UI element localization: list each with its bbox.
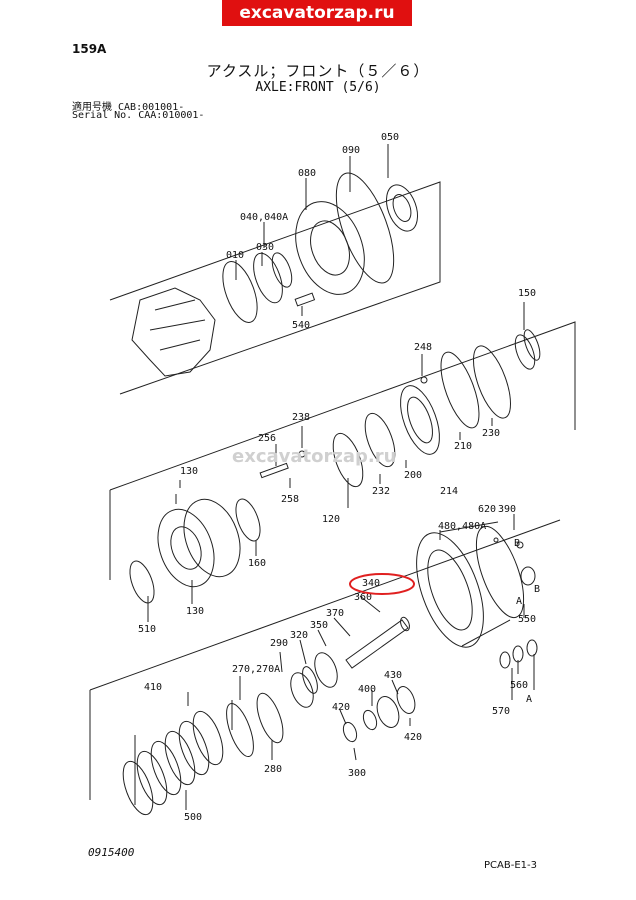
part-label-30[interactable]: 290 <box>270 638 288 649</box>
part-label-8[interactable]: 248 <box>414 342 432 353</box>
part-label-25[interactable]: 340 <box>362 578 380 589</box>
title-japanese: アクスル；フロント（５／６） <box>206 62 430 80</box>
part-label-38[interactable]: 280 <box>264 764 282 775</box>
part-label-40[interactable]: 550 <box>518 614 536 625</box>
part-label-42[interactable]: 570 <box>492 706 510 717</box>
part-label-13[interactable]: 230 <box>482 428 500 439</box>
part-label-33[interactable]: 400 <box>358 684 376 695</box>
part-label-11[interactable]: 258 <box>281 494 299 505</box>
page-number: 159A <box>72 42 107 56</box>
footer-code: 0915400 <box>88 846 135 859</box>
watermark: excavatorzap.ru <box>232 446 396 467</box>
part-label-21[interactable]: 510 <box>138 624 156 635</box>
part-label-45[interactable]: B <box>514 538 520 549</box>
part-label-26[interactable]: 360 <box>354 592 372 603</box>
part-label-22[interactable]: 620 <box>478 504 496 515</box>
part-label-9[interactable]: 238 <box>292 412 310 423</box>
part-label-23[interactable]: 390 <box>498 504 516 515</box>
part-label-34[interactable]: 430 <box>384 670 402 681</box>
part-label-46[interactable]: A <box>516 596 522 607</box>
part-label-20[interactable]: 130 <box>186 606 204 617</box>
part-label-19[interactable]: 160 <box>248 558 266 569</box>
part-label-35[interactable]: 420 <box>332 702 350 713</box>
serial-line-1: 適用号機 CAB:001001- <box>72 102 185 113</box>
part-label-18[interactable]: 130 <box>180 466 198 477</box>
part-label-15[interactable]: 214 <box>440 486 458 497</box>
part-label-12[interactable]: 210 <box>454 441 472 452</box>
part-label-36[interactable]: 420 <box>404 732 422 743</box>
part-label-39[interactable]: 500 <box>184 812 202 823</box>
highlight-circle <box>349 573 415 595</box>
part-label-41[interactable]: 560 <box>510 680 528 691</box>
part-label-4[interactable]: 030 <box>256 242 274 253</box>
part-label-29[interactable]: 320 <box>290 630 308 641</box>
part-label-3[interactable]: 040,040A <box>240 212 288 223</box>
part-label-17[interactable]: 120 <box>322 514 340 525</box>
part-label-2[interactable]: 080 <box>298 168 316 179</box>
site-banner[interactable]: excavatorzap.ru <box>222 0 412 26</box>
part-label-7[interactable]: 150 <box>518 288 536 299</box>
part-label-44[interactable]: B <box>534 584 540 595</box>
part-label-32[interactable]: 410 <box>144 682 162 693</box>
part-label-0[interactable]: 050 <box>381 132 399 143</box>
part-label-37[interactable]: 300 <box>348 768 366 779</box>
part-label-1[interactable]: 090 <box>342 145 360 156</box>
part-label-28[interactable]: 350 <box>310 620 328 631</box>
part-label-24[interactable]: 480,480A <box>438 521 486 532</box>
part-label-10[interactable]: 256 <box>258 433 276 444</box>
part-label-16[interactable]: 232 <box>372 486 390 497</box>
part-label-43[interactable]: A <box>526 694 532 705</box>
part-label-31[interactable]: 270,270A <box>232 664 280 675</box>
part-label-6[interactable]: 540 <box>292 320 310 331</box>
part-label-5[interactable]: 010 <box>226 250 244 261</box>
part-label-27[interactable]: 370 <box>326 608 344 619</box>
part-label-14[interactable]: 200 <box>404 470 422 481</box>
title-english: AXLE:FRONT (5/6) <box>255 80 381 95</box>
serial-line-2: Serial No. CAA:010001- <box>72 110 205 121</box>
footer-page-ref: PCAB-E1-3 <box>484 860 537 871</box>
